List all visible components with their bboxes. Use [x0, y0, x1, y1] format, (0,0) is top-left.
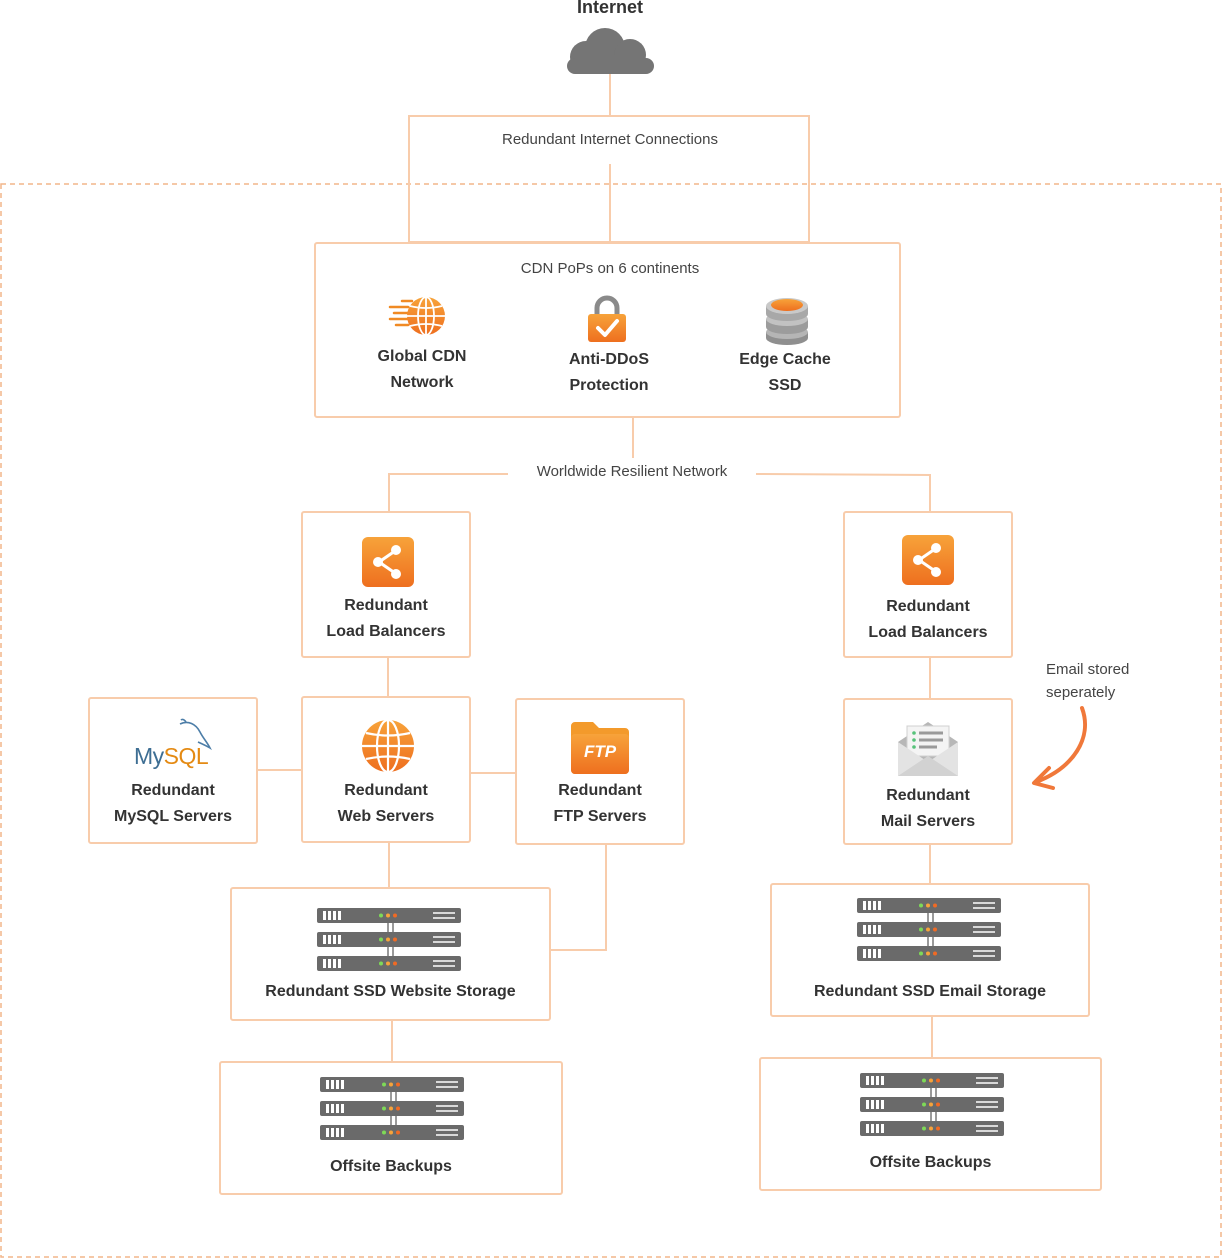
email-storage-label: Redundant SSD Email Storage — [813, 983, 1047, 1000]
mysql-logo: MySQL — [134, 743, 209, 769]
ftp-servers-line2: FTP Servers — [553, 808, 647, 825]
email-note-line1: Email stored — [1046, 661, 1130, 678]
web-load-balancers-line2: Load Balancers — [326, 623, 446, 640]
network-label: Worldwide Resilient Network — [508, 463, 756, 480]
mysql-line2: MySQL Servers — [114, 808, 232, 825]
mail-servers-line1: Redundant — [886, 787, 970, 804]
web-load-balancers-line1: Redundant — [344, 597, 428, 614]
mysql-line1: Redundant — [131, 782, 215, 799]
globe-icon — [362, 719, 414, 773]
mail-load-balancers-line1: Redundant — [886, 598, 970, 615]
web-backups-label: Offsite Backups — [330, 1158, 452, 1175]
email-note-line2: seperately — [1046, 684, 1116, 701]
internet-connections-label: Redundant Internet Connections — [460, 131, 760, 148]
cdn-title: CDN PoPs on 6 continents — [460, 260, 760, 277]
mysql-servers-box — [88, 697, 258, 844]
dolphin-icon — [179, 718, 212, 751]
web-servers-line1: Redundant — [344, 782, 428, 799]
cdn-item-edge-line1: Edge Cache — [739, 351, 831, 368]
internet-label: Internet — [576, 0, 643, 17]
globe-speed-icon — [388, 296, 445, 336]
server-rack-icon — [320, 1077, 464, 1141]
share-icon — [902, 535, 954, 585]
cdn-item-ddos-line1: Anti-DDoS — [569, 351, 649, 368]
server-rack-icon — [857, 898, 1001, 962]
website-storage-label: Redundant SSD Website Storage — [265, 983, 516, 1000]
cloud-icon — [567, 28, 654, 74]
cdn-item-global-line1: Global CDN — [377, 348, 467, 365]
share-icon — [362, 537, 414, 587]
server-rack-icon — [860, 1073, 1004, 1137]
cdn-item-global-line2: Network — [390, 374, 454, 391]
web-servers-line2: Web Servers — [337, 808, 435, 825]
curved-arrow-icon — [1032, 706, 1088, 790]
ftp-folder-icon — [571, 722, 629, 774]
cdn-item-ddos-line2: Protection — [569, 377, 649, 394]
mail-load-balancers-line2: Load Balancers — [868, 624, 988, 641]
server-rack-icon — [317, 908, 461, 972]
ftp-servers-box — [515, 698, 685, 845]
cdn-item-edge-line2: SSD — [768, 377, 802, 394]
padlock-icon — [588, 295, 626, 342]
database-icon — [766, 298, 808, 345]
mail-backups-label: Offsite Backups — [869, 1154, 992, 1171]
envelope-icon — [898, 722, 958, 776]
ftp-servers-line1: Redundant — [558, 782, 642, 799]
ftp-folder-text: FTP — [583, 742, 617, 761]
mail-servers-line2: Mail Servers — [880, 813, 976, 830]
